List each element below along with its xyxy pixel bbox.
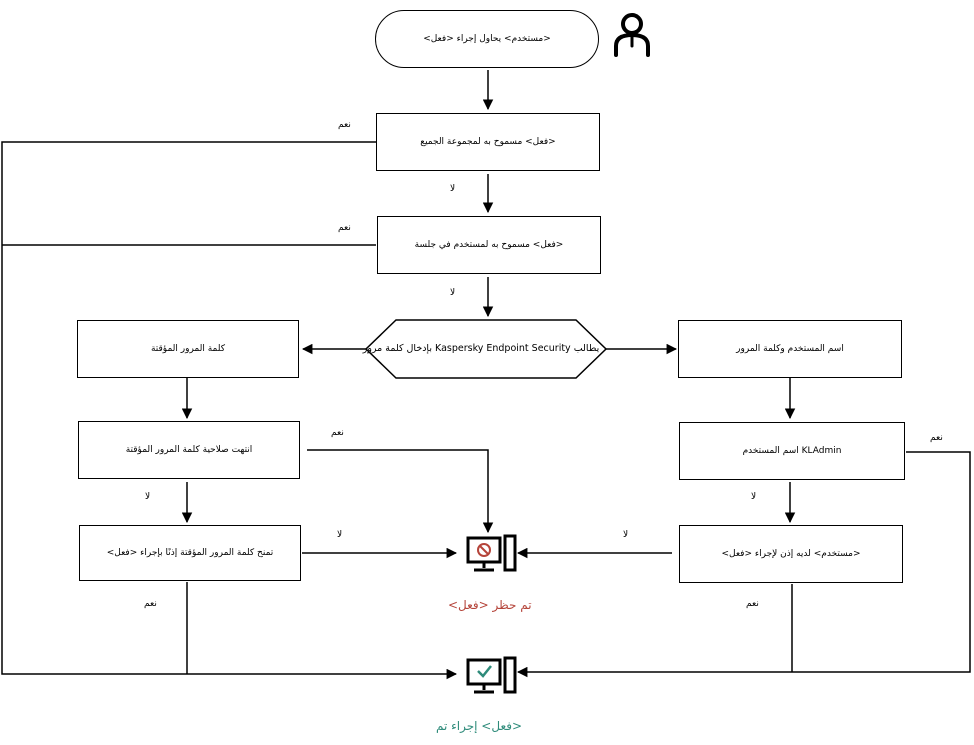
- edge-group-yes-to-done: [1, 141, 458, 680]
- done-outcome: <فعل> إجراء تم: [436, 719, 523, 733]
- temp-allows-node: تمنح كلمة المرور المؤقتة إذنًا بإجراء <ف…: [79, 525, 301, 581]
- label-no-expired: لا: [145, 492, 151, 502]
- edge-expired-to-blocked: [307, 449, 494, 534]
- kladmin-node: KLAdmin اسم المستخدم: [679, 422, 905, 480]
- label-yes-session: نعم: [338, 223, 351, 233]
- decision-hexagon: [364, 319, 608, 379]
- label-no-session: لا: [450, 288, 456, 298]
- label-no-allows: لا: [337, 530, 343, 540]
- label-no-group: لا: [450, 184, 456, 194]
- allowed-group-node: <فعل> مسموح به لمجموعة الجميع: [376, 113, 600, 171]
- label-yes-group: نعم: [338, 120, 351, 130]
- allowed-session-node: <فعل> مسموح به لمستخدم في جلسة: [377, 216, 601, 274]
- blocked-outcome: تم حظر <فعل>: [448, 598, 532, 612]
- temp-expired-node: انتهت صلاحية كلمة المرور المؤقتة: [78, 421, 300, 479]
- label-yes-kladmin: نعم: [930, 433, 943, 443]
- label-no-permission: لا: [623, 530, 629, 540]
- username-password-node: اسم المستخدم وكلمة المرور: [678, 320, 902, 378]
- label-yes-expired: نعم: [331, 428, 344, 438]
- start-node: <مستخدم> يحاول إجراء <فعل>: [375, 10, 599, 68]
- computer-check-icon: [466, 656, 517, 694]
- kes-prompt-node: يطالب Kaspersky Endpoint Security بإدخال…: [362, 342, 600, 354]
- label-yes-permission: نعم: [746, 599, 759, 609]
- user-icon: [614, 13, 650, 57]
- computer-blocked-icon: [466, 534, 517, 572]
- user-permission-node: <مستخدم> لديه إذن لإجراء <فعل>: [679, 525, 903, 583]
- label-yes-allows: نعم: [144, 599, 157, 609]
- label-no-kladmin: لا: [751, 492, 757, 502]
- edge-kladmin-yes-to-done: [516, 451, 971, 678]
- temp-password-node: كلمة المرور المؤقتة: [77, 320, 299, 378]
